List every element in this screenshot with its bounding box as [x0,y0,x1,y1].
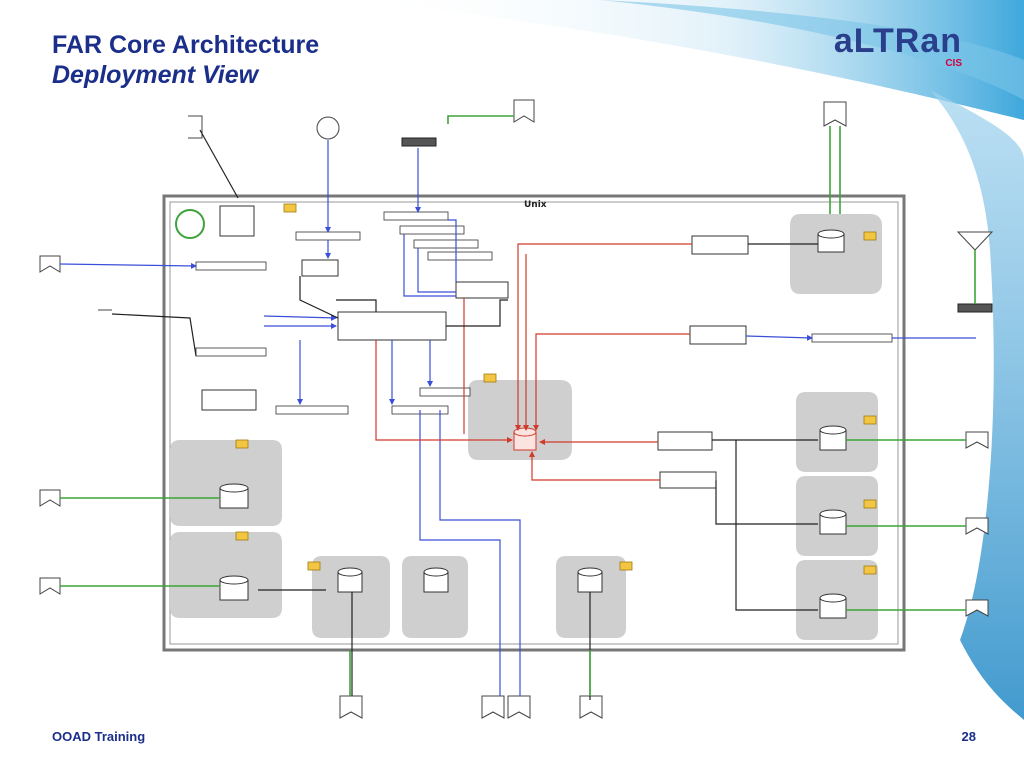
actor-bottom-1 [339,695,363,719]
db-icon-left-1 [219,483,249,509]
page-number: 28 [961,729,976,744]
logo-wordmark: aLTRan [833,22,962,60]
actor-left-middle [39,489,61,507]
blue-connectors [59,140,976,696]
server-device-right [957,303,993,313]
db-icon-bottom-3 [577,567,603,593]
actor-triangle-right [956,231,994,251]
actor-right-2 [965,517,989,535]
left-middle-node [201,389,257,411]
actor-right-3 [965,599,989,617]
actor-top-1 [513,99,535,123]
right-middle-node [689,325,747,345]
actor-left-bottom [39,577,61,595]
server-device-top [401,137,437,147]
unix-container-label: Unix [524,200,547,210]
actor-bottom-4 [579,695,603,719]
logo-cis: CIS [945,58,962,69]
actor-left-top [39,255,61,273]
db-icon-right-3 [819,593,847,619]
red-connectors [375,243,692,481]
folder-icons [235,203,877,575]
db-icon-right-1 [819,425,847,451]
actor-circle-top [316,116,340,140]
db-icon-left-2 [219,575,249,601]
footer-label: OOAD Training [52,729,146,744]
right-top-node [691,235,749,255]
right-lower-node-1 [657,431,713,451]
top-left-node [219,205,255,237]
unix-container-inner [169,201,899,645]
center-right-node [455,281,509,299]
small-center-node [301,259,339,277]
db-icon-right-2 [819,509,847,535]
green-ring-marker [175,209,205,239]
note-bracket-top [188,115,203,139]
db-icon-bottom-1 [337,567,363,593]
right-lower-node-2 [659,471,717,489]
db-icon-top-right [817,229,845,253]
slide-title-block: FAR Core Architecture Deployment View [52,30,319,90]
green-connectors [60,115,976,696]
slide-subtitle: Deployment View [52,61,259,89]
core-component-node [337,311,447,341]
unix-container-frame [162,194,906,652]
altran-logo: aLTRan CIS [834,22,998,72]
actor-bottom-2 [481,695,505,719]
component-nodes [201,205,749,489]
db-icon-center [513,427,537,451]
black-connectors [111,129,818,700]
actor-right-1 [965,431,989,449]
slide-title: FAR Core Architecture [52,31,320,59]
actor-bottom-3 [507,695,531,719]
external-actors [39,99,994,719]
actor-top-right [823,101,847,127]
db-icon-bottom-2 [423,567,449,593]
